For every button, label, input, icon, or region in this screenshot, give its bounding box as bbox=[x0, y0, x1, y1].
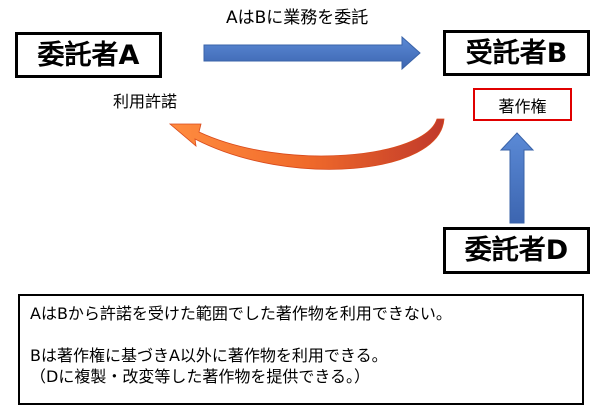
explanation-gap bbox=[30, 324, 572, 345]
explanation-box: AはBから許諾を受けた範囲でした著作物を利用できない。 Bは著作権に基づきA以外… bbox=[18, 294, 584, 405]
party-b-box: 受託者B bbox=[443, 30, 590, 76]
delegation-arrow bbox=[203, 35, 421, 71]
party-a-box: 委託者A bbox=[15, 32, 162, 78]
explanation-line-3: （Dに複製・改変等した著作物を提供できる。） bbox=[30, 367, 371, 386]
d-to-copyright-arrow bbox=[499, 132, 535, 224]
delegation-label: AはBに業務を委託 bbox=[226, 8, 369, 28]
license-curve-arrow bbox=[168, 118, 445, 170]
copyright-box: 著作権 bbox=[473, 88, 572, 121]
license-label: 利用許諾 bbox=[113, 92, 178, 111]
party-d-box: 委託者D bbox=[443, 227, 590, 274]
explanation-line-2: Bは著作権に基づきA以外に著作物を利用できる。 bbox=[30, 346, 388, 365]
explanation-line-1: AはBから許諾を受けた範囲でした著作物を利用できない。 bbox=[30, 304, 452, 323]
